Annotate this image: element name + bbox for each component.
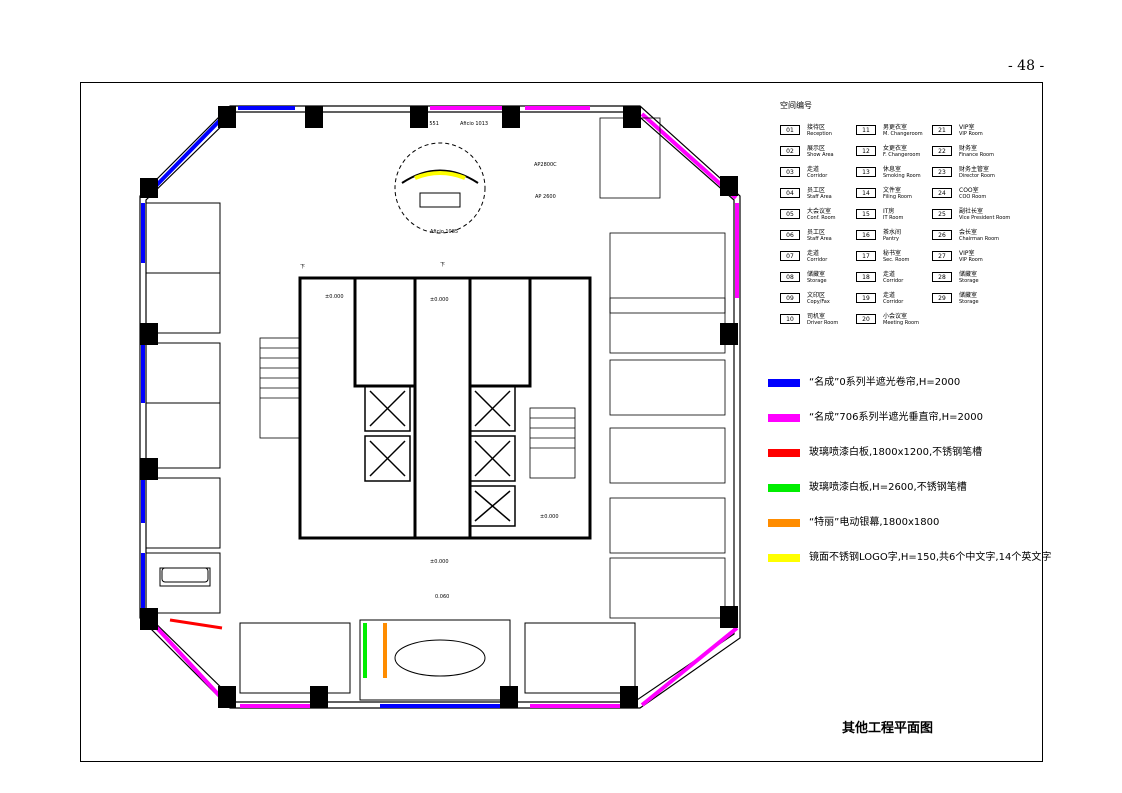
floor-plan: Aficio 551 Aficio 1013 Aficio 1085 AP280… bbox=[139, 105, 741, 709]
room-legend-title: 空间编号 bbox=[780, 101, 812, 110]
material-item: “特丽”电动银幕,1800x1800 bbox=[768, 516, 1038, 530]
printer-label-1: Aficio 551 bbox=[414, 121, 439, 127]
material-item: 玻璃喷漆白板,1800x1200,不锈钢笔槽 bbox=[768, 446, 1038, 460]
color-swatch bbox=[768, 484, 800, 492]
bottom-rooms bbox=[239, 619, 636, 701]
color-swatch bbox=[768, 379, 800, 387]
page-number: - 48 - bbox=[1008, 58, 1045, 74]
level-label: ±0.000 bbox=[430, 297, 449, 303]
columns bbox=[140, 106, 738, 708]
left-offices bbox=[145, 202, 221, 614]
color-swatch bbox=[768, 554, 800, 562]
down-label: 下 bbox=[440, 262, 445, 268]
material-item: “名成”0系列半遮光卷帘,H=2000 bbox=[768, 376, 1038, 390]
ap-label-2: AP 2600 bbox=[535, 194, 556, 200]
whiteboard-red bbox=[169, 618, 223, 630]
color-swatch bbox=[768, 449, 800, 457]
drawing-frame bbox=[80, 82, 1043, 762]
level-label: ±0.000 bbox=[540, 514, 559, 520]
level-label: ±0.000 bbox=[325, 294, 344, 300]
facade-curtains bbox=[141, 106, 739, 708]
elevators bbox=[364, 385, 516, 527]
down-label: 下 bbox=[300, 264, 305, 270]
ap-label-1: AP2800C bbox=[534, 162, 557, 168]
conference-table bbox=[161, 567, 209, 583]
material-item: 镜面不锈钢LOGO字,H=150,共6个中文字,14个英文字 bbox=[768, 551, 1051, 565]
workstations-right bbox=[599, 117, 726, 619]
printer-label-3: Aficio 1085 bbox=[430, 229, 458, 235]
color-swatch bbox=[768, 519, 800, 527]
stairs bbox=[259, 337, 576, 479]
level-label: ±0.000 bbox=[430, 559, 449, 565]
level-label: 0.060 bbox=[435, 594, 449, 600]
drawing-title: 其他工程平面图 bbox=[842, 721, 934, 736]
printer-label-2: Aficio 1013 bbox=[460, 121, 488, 127]
color-swatch bbox=[768, 414, 800, 422]
reception bbox=[394, 142, 486, 234]
material-item: 玻璃喷漆白板,H=2600,不锈钢笔槽 bbox=[768, 481, 1038, 495]
material-item: “名成”706系列半遮光垂直帘,H=2000 bbox=[768, 411, 1038, 425]
